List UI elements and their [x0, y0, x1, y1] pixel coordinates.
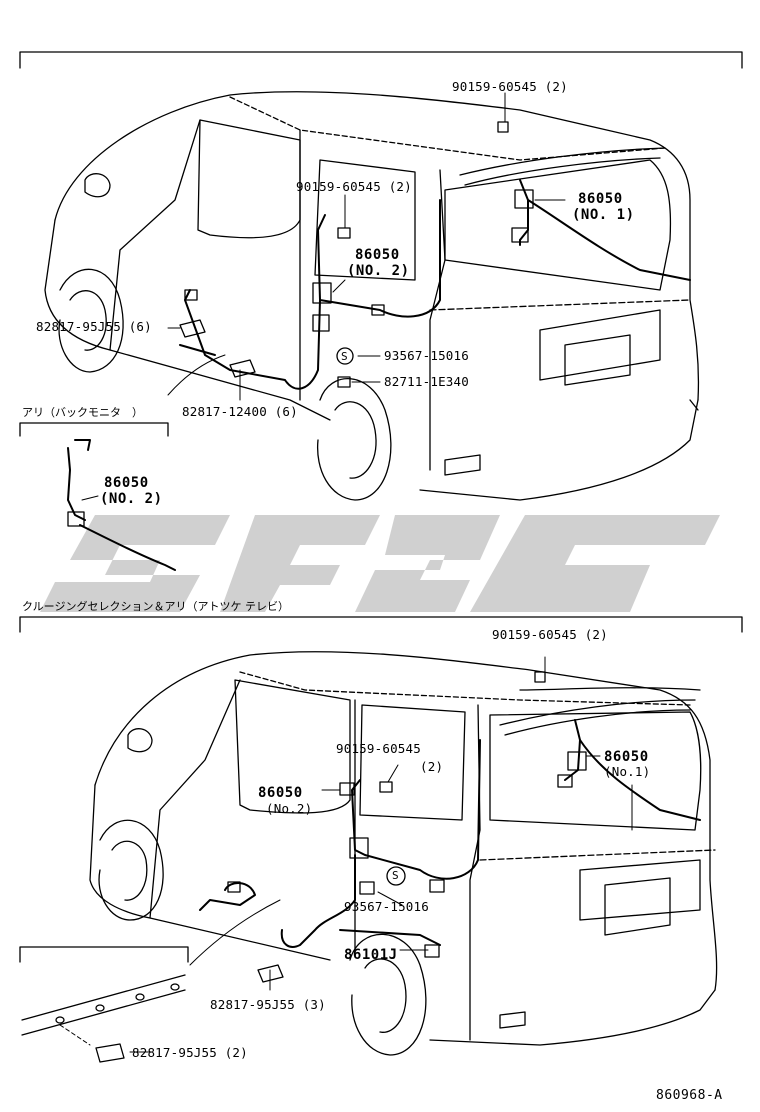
inset-frame-bottom — [19, 946, 189, 963]
inset-part-86050-suffix: (NO. 2) — [100, 491, 163, 507]
bolt-label-top-bottom: 90159-60545 (2) — [492, 627, 608, 642]
bolt-label-mid-bottom: 90159-60545 — [336, 741, 421, 756]
leaders-top — [167, 92, 566, 401]
bolt-label-top: 90159-60545 (2) — [452, 79, 568, 94]
grommet-label-bottom: 93567-15016 — [344, 899, 429, 914]
s-mark-bottom: S — [392, 869, 399, 882]
inset-caption-top: アリ（バックモニタ ） — [22, 406, 143, 419]
part-86050-no1-suffix: (NO. 1) — [572, 207, 635, 223]
part-86050-no2-number: 86050 — [355, 247, 400, 263]
part-86050-no2-suffix-bottom: (No.2) — [266, 801, 313, 816]
clip-icon — [229, 359, 256, 378]
part-86050-no1-number: 86050 — [578, 191, 623, 207]
clip-label-left: 82817-95J55 (6) — [36, 319, 152, 334]
clip-icon — [257, 964, 284, 983]
clamp-label: 82711-1E340 — [384, 374, 469, 389]
part-86101-label: 86101J — [344, 947, 398, 963]
clip-icon — [179, 319, 206, 338]
clip-label-bottom-b: 82817-95J55 (2) — [132, 1045, 248, 1060]
part-86050-no2-number-bottom: 86050 — [258, 785, 303, 801]
inset-rocker-panel — [21, 974, 186, 1063]
part-86050-no2-suffix: (NO. 2) — [347, 263, 410, 279]
inset-harness-top — [67, 439, 176, 571]
clip-label-bottom-a: 82817-95J55 (3) — [210, 997, 326, 1012]
part-86050-no1-suffix-bottom: (No.1) — [604, 764, 651, 779]
figure-reference: 860968-A — [656, 1088, 723, 1103]
top-section-frame — [19, 51, 743, 69]
van-top — [44, 91, 700, 501]
clip-label-bottom: 82817-12400 (6) — [182, 404, 298, 419]
connectors-top — [184, 121, 534, 388]
grommet-label-top: 93567-15016 — [384, 348, 469, 363]
watermark-logo — [40, 515, 720, 612]
connectors-bottom — [227, 671, 587, 958]
inset-frame-top — [19, 422, 169, 437]
bottom-section-caption: クルージングセレクション＆アリ（アトツケ テレビ） — [22, 600, 289, 613]
part-86050-no1-number-bottom: 86050 — [604, 749, 649, 765]
s-mark-top: S — [341, 350, 348, 363]
leaders-bottom — [129, 656, 633, 1053]
bolt-qty-mid-bottom: (2) — [420, 759, 444, 774]
van-bottom — [89, 651, 718, 1056]
inset-part-86050-number: 86050 — [104, 475, 149, 491]
bottom-section-frame — [19, 616, 743, 633]
bolt-label-mid: 90159-60545 (2) — [296, 179, 412, 194]
